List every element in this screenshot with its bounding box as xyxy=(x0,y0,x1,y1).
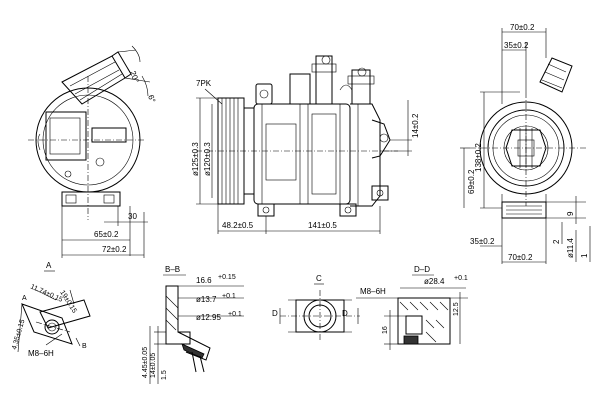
dim-69: 69±0.2 xyxy=(467,169,476,194)
dim-a-4-35: 4.35±0.15 xyxy=(11,319,26,351)
dim-70-bottom: 70±0.2 xyxy=(508,253,533,262)
section-dd-detail: D–D M8–6H ø28.4 +0.1 12.5 16 xyxy=(356,265,468,350)
dim-138: 138±0.2 xyxy=(474,143,483,172)
dim-2: 2 xyxy=(552,239,561,244)
section-bb-detail: B–B 16.6 +0.15 ø13.7 +0.1 ø12.95 +0.1 14… xyxy=(142,265,244,384)
dim-b-4-45: 4.45±0.05 xyxy=(142,347,149,378)
dim-35-top: 35±0.2 xyxy=(504,41,529,50)
front-view: 7PK ø125±0.3 ø120±0.3 48.2±0.5 141±0.5 1… xyxy=(191,55,420,234)
dim-30: 30 xyxy=(128,212,137,221)
dim-b-12-95: ø12.95 xyxy=(196,313,221,322)
section-a-title: A xyxy=(46,261,52,270)
dim-b-12-95-tol: +0.1 xyxy=(228,311,242,318)
dim-b-13-7-tol: +0.1 xyxy=(222,293,236,300)
dim-d-12-5: 12.5 xyxy=(453,302,460,316)
section-a-corner-label: A xyxy=(22,295,27,302)
angle-6: 6° xyxy=(146,94,157,104)
dim-pulley-120: ø120±0.3 xyxy=(203,142,212,176)
dim-9: 9 xyxy=(566,211,575,216)
dim-d-thread: M8–6H xyxy=(360,287,386,296)
belt-type-label: 7PK xyxy=(196,79,212,88)
angle-20: 20° xyxy=(128,70,141,84)
section-b-corner-label: B xyxy=(82,343,87,350)
section-dd-title: D–D xyxy=(414,265,430,274)
dim-14: 14±0.2 xyxy=(411,113,420,138)
dim-d-28-4-tol: +0.1 xyxy=(454,275,468,282)
section-a-detail: A 11.74±0.15 19±0.15 4.35±0.15 M8–6H A B xyxy=(11,261,91,358)
section-c-marker-left: D xyxy=(272,309,278,318)
section-c-title: C xyxy=(316,274,322,283)
dim-11-4: ø11.4 xyxy=(566,238,575,258)
dim-b-13-7: ø13.7 xyxy=(196,295,217,304)
dim-48-2: 48.2±0.5 xyxy=(222,221,254,230)
dim-35-bottom: 35±0.2 xyxy=(470,237,495,246)
dim-1: 1 xyxy=(580,253,589,258)
dim-141: 141±0.5 xyxy=(308,221,337,230)
dim-65: 65±0.2 xyxy=(94,230,119,239)
dim-b-1-5: 1.5 xyxy=(161,370,168,380)
left-side-view: 20° 6° 30 65±0.2 72±0.2 xyxy=(28,45,157,258)
dim-b-16-6: 16.6 xyxy=(196,276,212,285)
dim-72: 72±0.2 xyxy=(102,245,127,254)
section-bb-title: B–B xyxy=(165,265,180,274)
dim-b-16-6-tol: +0.15 xyxy=(218,274,236,281)
dim-a-thread: M8–6H xyxy=(28,349,54,358)
dim-a-11-74: 11.74±0.15 xyxy=(29,283,63,303)
right-end-view: 70±0.2 35±0.2 138±0.2 69±0.2 9 2 ø11.4 1… xyxy=(460,23,591,264)
section-c-detail: C D D xyxy=(272,274,360,342)
dim-pulley-125: ø125±0.3 xyxy=(191,142,200,176)
dim-d-16: 16 xyxy=(382,326,389,334)
dim-b-14: 14±0.05 xyxy=(150,353,157,378)
section-c-marker-right: D xyxy=(342,309,348,318)
dim-70-top: 70±0.2 xyxy=(510,23,535,32)
dim-d-28-4: ø28.4 xyxy=(424,277,445,286)
